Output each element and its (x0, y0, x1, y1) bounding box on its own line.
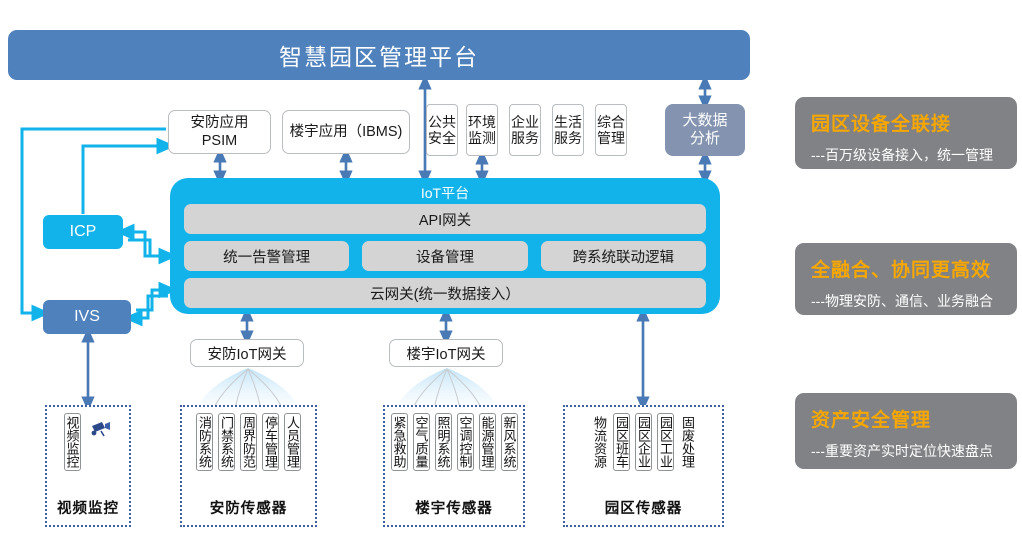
feature-card-title: 园区设备全联接 (811, 114, 952, 135)
ivs-label: IVS (74, 308, 100, 325)
feature-card-subtitle: ---百万级设备接入，统一管理 (811, 147, 993, 163)
sensor-group-label: 园区传感器 (604, 501, 683, 517)
app-box-psim[interactable]: 安防应用 PSIM (168, 110, 271, 154)
sensor-item[interactable]: 门禁系统 (218, 413, 235, 471)
sensor-item[interactable]: 人员管理 (284, 413, 301, 471)
sensor-group-security: 消防系统 门禁系统 周界防范 停车管理 人员管理 安防传感器 (180, 405, 317, 527)
sensor-fan-security (196, 368, 300, 411)
sensor-item[interactable]: 园区企业 (635, 413, 652, 471)
app-mini-label: 企业服务 (511, 113, 539, 146)
gateway-security-label: 安防IoT网关 (207, 346, 287, 363)
iot-cell-api-gateway[interactable]: API网关 (184, 204, 706, 234)
video-camera-icon (91, 422, 110, 437)
bigdata-text: 大数据 分析 (682, 112, 727, 148)
sensor-item[interactable]: 园区班车 (613, 413, 630, 471)
app-mini-environment-monitor[interactable]: 环境监测 (466, 104, 498, 156)
app-psim-text: 安防应用 PSIM (191, 114, 249, 150)
feature-card-title: 全融合、协同更高效 (811, 260, 992, 281)
feature-card-subtitle: ---物理安防、通信、业务融合 (811, 293, 993, 309)
sensor-item[interactable]: 停车管理 (262, 413, 279, 471)
app-mini-label: 公共安全 (428, 113, 456, 146)
sensor-group-park: 物流资源 园区班车 园区企业 园区工业 固废处理 园区传感器 (563, 405, 724, 527)
iot-cell-cloud-gateway[interactable]: 云网关(统一数据接入） (184, 278, 706, 308)
sensor-item-list: 紧急救助 空气质量 照明系统 空调控制 能源管理 新风系统 (390, 413, 518, 489)
app-psim-line1: 安防应用 (190, 114, 249, 131)
app-box-ibms[interactable]: 楼宇应用（IBMS) (282, 110, 410, 154)
sensor-item[interactable]: 能源管理 (478, 413, 496, 471)
bigdata-line1: 大数据 (682, 112, 728, 129)
icp-label: ICP (69, 223, 97, 240)
sensor-item-list: 视频监控 (63, 413, 113, 489)
sensor-group-building: 紧急救助 空气质量 照明系统 空调控制 能源管理 新风系统 楼宇传感器 (383, 405, 525, 527)
iot-cell-cross-system-logic[interactable]: 跨系统联动逻辑 (540, 241, 706, 271)
feature-card-device-connectivity: 园区设备全联接 ---百万级设备接入，统一管理 (795, 97, 1017, 169)
feature-card-asset-security: 资产安全管理 ---重要资产实时定位快速盘点 (795, 393, 1017, 469)
sensor-group-label: 视频监控 (57, 501, 119, 517)
app-mini-label: 综合管理 (597, 113, 625, 146)
app-mini-integrated-management[interactable]: 综合管理 (595, 104, 627, 156)
sensor-item[interactable]: 固废处理 (679, 413, 696, 471)
feature-card-convergence: 全融合、协同更高效 ---物理安防、通信、业务融合 (795, 243, 1017, 315)
sensor-item-list: 物流资源 园区班车 园区企业 园区工业 固废处理 (591, 413, 696, 489)
sensor-fan-building (395, 368, 499, 411)
gateway-security-iot[interactable]: 安防IoT网关 (190, 339, 304, 367)
iot-row-services: 统一告警管理 设备管理 跨系统联动逻辑 (184, 241, 706, 271)
feature-card-subtitle: ---重要资产实时定位快速盘点 (811, 443, 993, 459)
iot-cell-unified-alarm[interactable]: 统一告警管理 (184, 241, 350, 271)
sensor-group-label: 安防传感器 (209, 501, 288, 517)
iot-platform-panel: IoT平台 API网关 统一告警管理 设备管理 跨系统联动逻辑 云网关(统一数据… (170, 178, 720, 314)
bigdata-line2: 分析 (689, 130, 720, 147)
node-ivs[interactable]: IVS (43, 300, 131, 334)
sensor-item[interactable]: 照明系统 (434, 413, 452, 471)
iot-row-cloud: 云网关(统一数据接入） (184, 278, 706, 308)
app-psim-line2: PSIM (201, 133, 238, 149)
platform-title-bar: 智慧园区管理平台 (8, 30, 750, 80)
app-mini-label: 生活服务 (554, 113, 582, 146)
gateway-building-iot[interactable]: 楼宇IoT网关 (389, 339, 503, 367)
sensor-group-video: 视频监控 视频监控 (45, 405, 131, 527)
app-mini-enterprise-service[interactable]: 企业服务 (509, 104, 541, 156)
feature-card-title: 资产安全管理 (811, 410, 932, 431)
node-icp[interactable]: ICP (43, 215, 123, 249)
app-mini-life-service[interactable]: 生活服务 (552, 104, 584, 156)
iot-platform-title: IoT平台 (420, 185, 470, 201)
app-ibms-label: 楼宇应用（IBMS) (289, 123, 403, 140)
platform-title: 智慧园区管理平台 (279, 44, 479, 70)
sensor-item[interactable]: 消防系统 (196, 413, 213, 471)
app-mini-label: 环境监测 (468, 113, 496, 146)
sensor-item[interactable]: 空气质量 (412, 413, 430, 471)
sensor-item[interactable]: 新风系统 (500, 413, 518, 471)
iot-row-api: API网关 (184, 204, 706, 234)
sensor-item[interactable]: 紧急救助 (390, 413, 408, 471)
sensor-item[interactable]: 物流资源 (591, 413, 608, 471)
app-mini-public-safety[interactable]: 公共安全 (426, 104, 458, 156)
sensor-group-label: 楼宇传感器 (415, 501, 493, 517)
sensor-item[interactable]: 周界防范 (240, 413, 257, 471)
gateway-building-label: 楼宇IoT网关 (406, 346, 486, 363)
sensor-item-list: 消防系统 门禁系统 周界防范 停车管理 人员管理 (196, 413, 301, 489)
sensor-item[interactable]: 视频监控 (63, 413, 81, 471)
iot-cell-device-management[interactable]: 设备管理 (362, 241, 528, 271)
sensor-item[interactable]: 空调控制 (456, 413, 474, 471)
sensor-item[interactable]: 园区工业 (657, 413, 674, 471)
bigdata-analytics-box[interactable]: 大数据 分析 (665, 104, 745, 156)
